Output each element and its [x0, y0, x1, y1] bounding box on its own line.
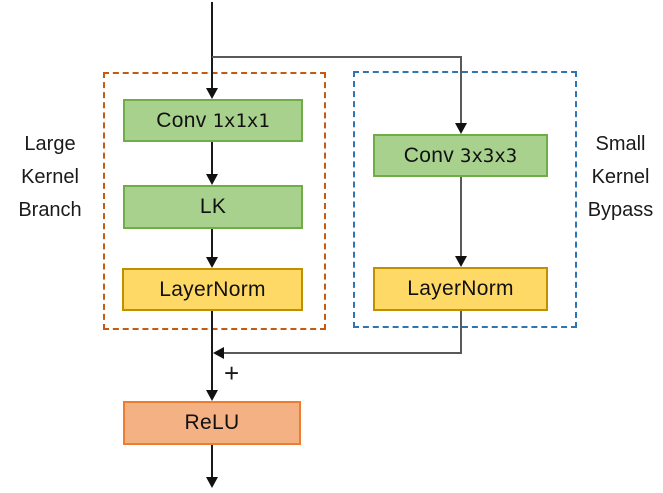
input-edge: [211, 2, 213, 90]
label-line: Kernel: [591, 166, 650, 188]
arrowhead-merge-left: [213, 347, 224, 359]
arrowhead-into-lk: [206, 174, 218, 185]
large-kernel-branch-label: Large Kernel Branch: [0, 128, 100, 227]
node-layernorm-left: LayerNorm: [122, 268, 303, 311]
large-kernel-branch-frame: [103, 72, 326, 330]
bypass-return-edge-horizontal: [221, 352, 462, 354]
edge-conv3-to-layernorm: [460, 177, 462, 258]
conv-3x3x3-label: Conv: [403, 143, 455, 167]
edge-conv1-to-lk: [211, 142, 213, 176]
label-line: Large: [24, 133, 76, 155]
edge-lk-to-layernorm: [211, 229, 213, 259]
lk-label: LK: [199, 195, 227, 218]
layernorm-right-label: LayerNorm: [407, 277, 514, 300]
bypass-return-edge-vertical: [460, 311, 462, 353]
small-kernel-bypass-frame: [353, 71, 577, 328]
node-layernorm-right: LayerNorm: [373, 267, 548, 311]
small-kernel-bypass-label: Small Kernel Bypass: [578, 128, 663, 227]
conv-1x1x1-dims: 1x1x1: [212, 109, 270, 132]
output-edge: [211, 445, 213, 479]
node-relu: ReLU: [123, 401, 301, 445]
label-line: Small: [595, 133, 646, 155]
arrowhead-into-conv1x1x1: [206, 88, 218, 99]
bypass-branch-edge-horizontal: [212, 56, 462, 58]
conv-3x3x3-dims: 3x3x3: [460, 144, 518, 167]
label-line: Kernel: [21, 166, 79, 188]
add-operator: +: [224, 358, 240, 388]
layernorm-left-label: LayerNorm: [159, 277, 266, 301]
arrowhead-into-conv3x3x3: [455, 123, 467, 134]
arrowhead-output: [206, 477, 218, 488]
arrowhead-into-relu: [206, 390, 218, 401]
arrowhead-into-layernorm-right: [455, 256, 467, 267]
label-line: Bypass: [587, 199, 654, 221]
bypass-branch-edge-vertical: [460, 56, 462, 125]
edge-layernorm-to-relu: [211, 311, 213, 392]
relu-label: ReLU: [184, 411, 240, 434]
label-line: Branch: [18, 199, 82, 221]
conv-1x1x1-label: Conv: [156, 108, 207, 132]
node-lk: LK: [123, 185, 303, 229]
arrowhead-into-layernorm-left: [206, 257, 218, 268]
